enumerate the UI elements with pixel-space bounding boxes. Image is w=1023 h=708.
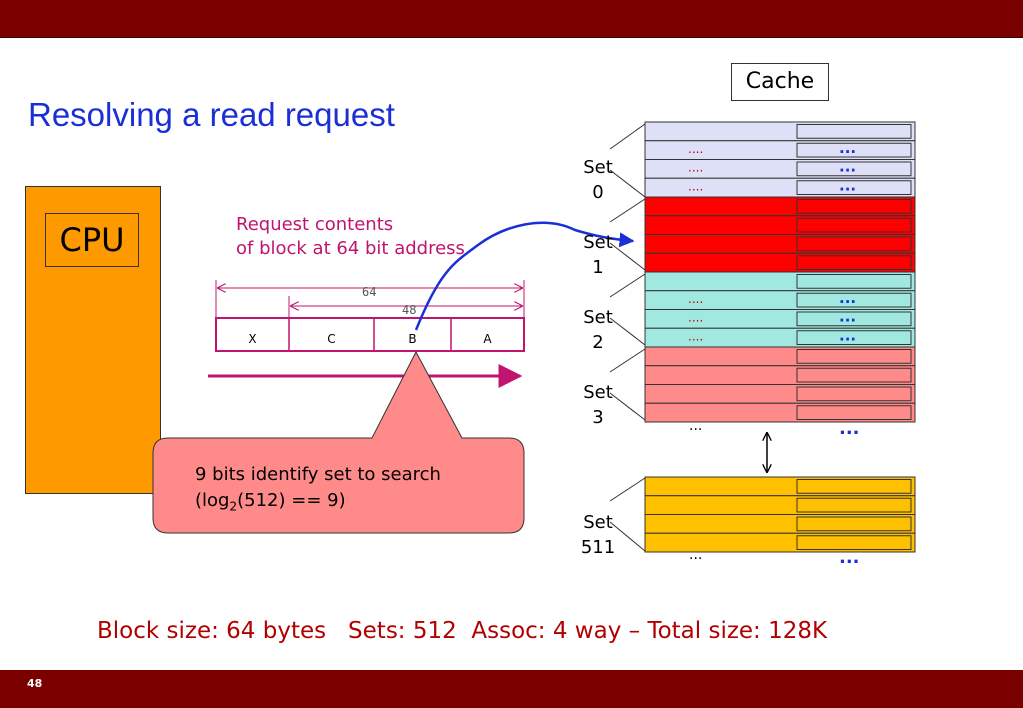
set-3-tag-0 (796, 349, 912, 364)
set-511-tag-3 (796, 535, 912, 550)
set-2-tag-1 (796, 292, 912, 308)
set-0-num: 0 (592, 182, 604, 203)
set-2-dots-3: .... (688, 329, 703, 343)
field-c: C (327, 332, 336, 346)
field-a: A (483, 332, 492, 346)
set-3-word: Set (583, 382, 613, 403)
set-1-tag-3 (796, 255, 912, 270)
set-3-tag-3 (796, 405, 912, 420)
set-511-ellipsis: ... (689, 547, 703, 563)
set-1-tag-0 (796, 199, 912, 214)
cache-rows: ........................................… (644, 121, 916, 553)
set-0-blue-dots-3: ... (839, 176, 856, 194)
field-x: X (248, 332, 257, 346)
set-0-blue-dots-2: ... (839, 158, 856, 176)
request-text: Request contents of block at 64 bit addr… (236, 213, 465, 261)
bottom-bar (0, 670, 1023, 708)
callout-bubble (152, 350, 525, 534)
set-2-num: 2 (592, 332, 604, 353)
set-1-tag-1 (796, 217, 912, 233)
set-3-num: 3 (592, 407, 604, 428)
set-511-tag-2 (796, 516, 912, 532)
set-2-tag-2 (796, 311, 912, 327)
set-511-tag-0 (796, 479, 912, 494)
set-0-tag-2 (796, 161, 912, 177)
set-3-tag-2 (796, 386, 912, 402)
set-0-tag-0 (796, 124, 912, 139)
set-511-word: Set (583, 512, 613, 533)
callout-rest: (512) == 9) (237, 490, 346, 511)
callout-line-2: (log2(512) == 9) (195, 488, 441, 520)
set-0-word: Set (583, 157, 613, 178)
set-2-blue-dots-3: ... (839, 326, 856, 344)
set-2-blue-dots-1: ... (839, 289, 856, 307)
callout-sub: 2 (229, 499, 238, 514)
set-3-ellipsis: ... (689, 418, 703, 434)
address-fields (215, 317, 525, 352)
set-2-dots-1: .... (688, 292, 703, 306)
callout-line-1: 9 bits identify set to search (195, 464, 441, 485)
set-1-label: Set 1 (573, 230, 623, 280)
callout-text: 9 bits identify set to search (log2(512)… (195, 462, 441, 520)
set-3-label: Set 3 (573, 380, 623, 430)
cache-label: Cache (731, 63, 829, 101)
set-0-tag-3 (796, 180, 912, 195)
set-brackets (609, 123, 646, 552)
request-line-1: Request contents (236, 214, 394, 235)
set-2-blue-dots-2: ... (839, 308, 856, 326)
slide-number: 48 (27, 677, 43, 690)
set-1-word: Set (583, 232, 613, 253)
set-select-arrow (414, 221, 635, 331)
set-511-blue-ellipsis: ... (839, 547, 860, 568)
footer-summary: Block size: 64 bytes Sets: 512 Assoc: 4 … (97, 618, 828, 644)
set-3-tag-1 (796, 367, 912, 383)
cpu-label: CPU (45, 213, 139, 267)
set-1-num: 1 (592, 257, 604, 278)
set-511-tag-1 (796, 497, 912, 513)
dim-48-label: 48 (402, 303, 417, 317)
dimension-48 (288, 296, 523, 318)
slide-title: Resolving a read request (28, 96, 395, 133)
set-0-dots-3: .... (688, 179, 703, 193)
set-2-word: Set (583, 307, 613, 328)
set-2-tag-0 (796, 274, 912, 289)
set-511-num: 511 (580, 537, 616, 558)
set-0-dots-1: .... (688, 142, 703, 156)
set-2-dots-2: .... (688, 311, 703, 325)
callout-log: (log (195, 490, 230, 511)
dim-64-label: 64 (362, 285, 377, 299)
dimension-64 (215, 280, 525, 318)
set-1-tag-2 (796, 236, 912, 252)
set-2-label: Set 2 (573, 305, 623, 355)
request-line-2: of block at 64 bit address (236, 238, 465, 259)
set-0-blue-dots-1: ... (839, 139, 856, 157)
set-3-blue-ellipsis: ... (839, 418, 860, 439)
set-0-tag-1 (796, 142, 912, 158)
set-0-label: Set 0 (573, 155, 623, 205)
set-511-label: Set 511 (573, 510, 623, 560)
set-2-tag-3 (796, 330, 912, 345)
top-bar (0, 0, 1023, 38)
field-b: B (408, 332, 417, 346)
set-0-dots-2: .... (688, 161, 703, 175)
